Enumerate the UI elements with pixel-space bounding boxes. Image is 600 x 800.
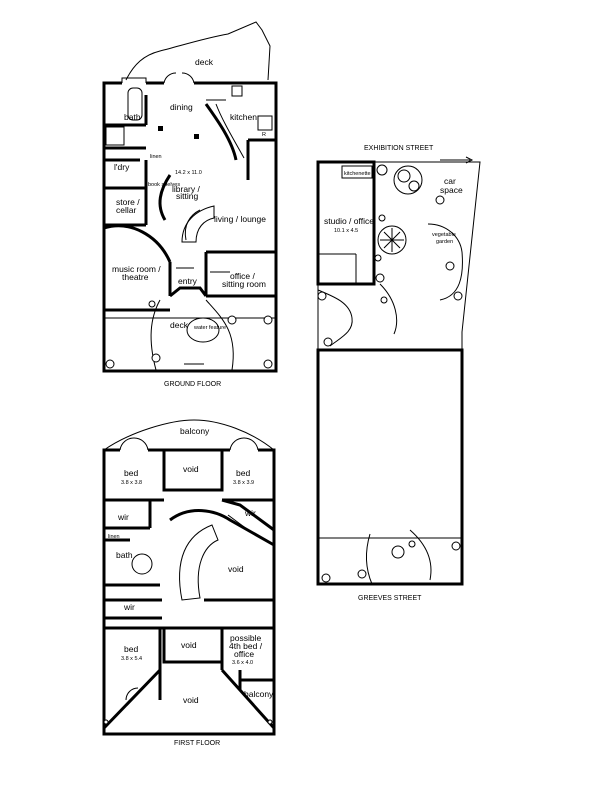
label-dining: dining [170,102,193,112]
label-possible-3: office [234,649,254,659]
label-balcony-top: balcony [180,426,210,436]
label-linen-ground: linen [150,154,162,160]
label-wir3: wir [123,602,135,612]
label-car-1: car [444,176,456,186]
deck-outline-top [125,21,271,81]
ground-stair [181,205,215,243]
label-r: R [262,132,266,138]
label-wir1: wir [117,512,129,522]
first-floor-plan [102,419,276,736]
label-bed3: bed [124,644,138,654]
tree-1 [393,165,423,195]
label-veg-2: garden [436,239,453,245]
label-balcony-right: balcony [244,689,274,699]
balcony-curve [103,419,275,451]
label-linen-first: linen [108,534,120,540]
label-music-2: theatre [122,272,149,282]
title-greeves-street: GREEVES STREET [358,595,422,602]
label-veg-1: vegetable [432,232,456,238]
title-exhibition-street: EXHIBITION STREET [364,145,434,152]
label-void-top: void [183,464,199,474]
label-bath-first: bath [116,550,133,560]
label-laundry: l'dry [114,162,130,172]
label-bed2: bed [236,468,250,478]
label-void-bottom: void [183,695,199,705]
label-living: living / lounge [214,214,266,224]
label-wir2: wir [244,508,256,518]
label-studio: studio / office [324,216,374,226]
label-bath: bath [124,112,141,122]
site-water-feature [391,545,405,559]
label-office-2: sitting room [222,279,266,289]
label-void-mid: void [228,564,244,574]
title-first-floor: FIRST FLOOR [174,740,220,747]
label-bed3-dims: 3.8 x 5.4 [121,656,142,662]
house-footprint [316,348,464,586]
label-possible-1: possible [230,633,261,643]
label-ground-dims: 14.2 x 11.0 [175,170,202,176]
label-possible-2: 4th bed / [229,641,263,651]
studio-building [316,160,376,286]
label-store-1: store / [116,197,140,207]
label-studio-dims: 10.1 x 4.5 [334,228,358,234]
label-library-2: sitting [176,191,198,201]
bath-fixture [131,553,153,575]
first-floor-stair [179,524,219,601]
label-entry: entry [178,276,198,286]
label-bed1: bed [124,468,138,478]
label-deck-top: deck [195,57,214,67]
label-store-2: cellar [116,205,136,215]
label-office-1: office / [230,271,256,281]
title-ground-floor: GROUND FLOOR [164,381,221,388]
label-kitchenette: kitchenette [344,171,371,177]
site-plan: EXHIBITION STREET [316,145,481,602]
label-void-small: void [181,640,197,650]
ground-floor-plan [102,21,278,373]
kitchen-appliance [257,115,273,131]
label-possible-dims: 3.6 x 4.0 [232,660,253,666]
label-water-feature: water feature [193,325,226,331]
label-bed1-dims: 3.8 x 3.8 [121,480,142,486]
label-book-shelves: book shelves [148,182,180,188]
label-music-1: music room / [112,264,161,274]
label-deck-bottom: deck [170,320,189,330]
label-car-2: space [440,185,463,195]
label-library-1: library / [172,184,201,194]
label-kitchen: kitchen [230,112,257,122]
tree-2 [377,225,407,255]
bathtub [127,87,143,121]
label-bed2-dims: 3.8 x 3.9 [233,480,254,486]
